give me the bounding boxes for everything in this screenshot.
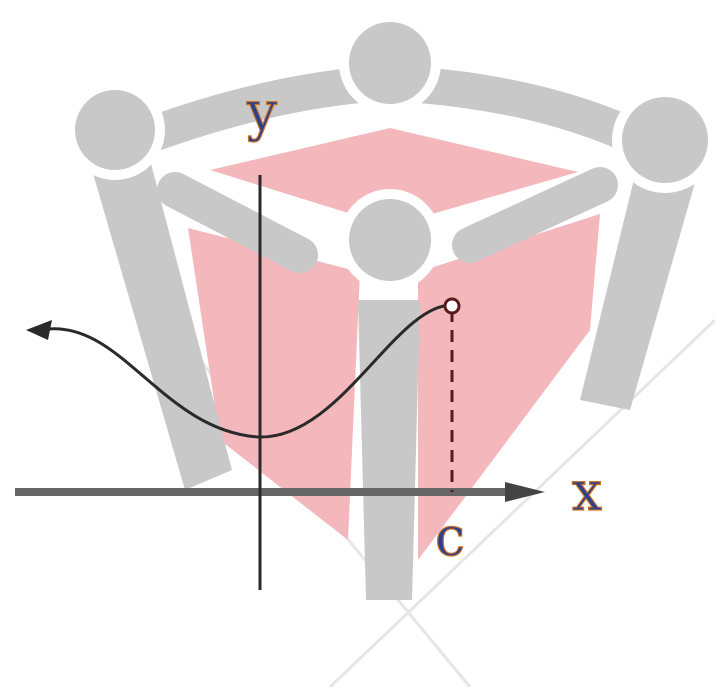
left-figure-head: [65, 80, 165, 180]
curve-left-arrowhead: [26, 320, 52, 340]
watermark-logo: [65, 12, 715, 687]
left-figure-body: [92, 160, 232, 490]
right-figure-head: [612, 87, 715, 193]
math-diagram: y x c: [15, 79, 603, 590]
watermark-gray-bands: [132, 67, 648, 273]
x-axis-arrowhead: [505, 482, 545, 502]
y-axis-label: y: [246, 80, 278, 143]
center-figure-body: [358, 300, 420, 600]
pink-left-face: [188, 228, 360, 540]
pink-right-face: [418, 214, 600, 560]
x-axis-label: x: [572, 460, 602, 523]
center-figure-head: [339, 189, 441, 291]
watermark-pink-faces: [188, 128, 600, 560]
watermark-gray-bodies: [92, 160, 700, 600]
watermark-gray-heads: [65, 12, 715, 291]
function-curve: [39, 303, 453, 439]
point-c-label: c: [435, 505, 465, 568]
right-figure-body: [580, 165, 700, 410]
endpoint-open-circle: [443, 297, 461, 315]
pink-top-face: [210, 128, 578, 226]
top-figure-head: [339, 12, 441, 114]
